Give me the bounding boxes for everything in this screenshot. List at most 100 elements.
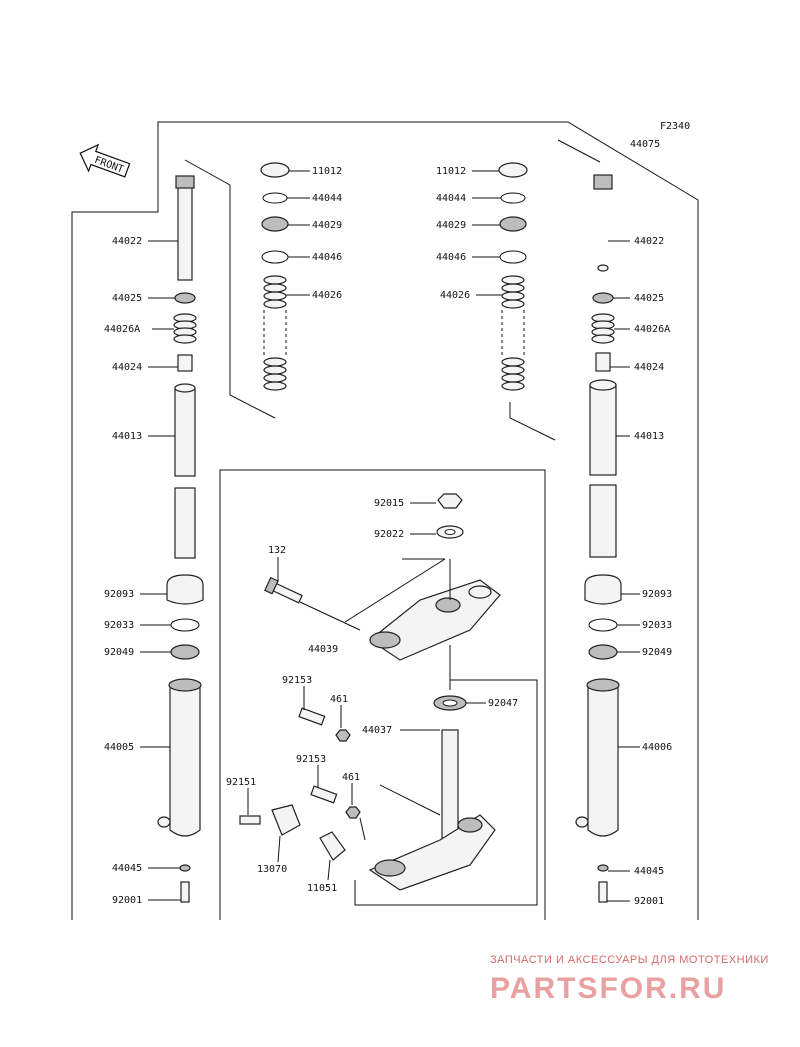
svg-text:ЗАПЧАСТИ И АКСЕССУАРЫ ДЛЯ МОТО: ЗАПЧАСТИ И АКСЕССУАРЫ ДЛЯ МОТОТЕХНИКИ bbox=[490, 954, 769, 966]
svg-text:PARTSFOR.RU: PARTSFOR.RU bbox=[490, 972, 726, 1005]
part-11012-right bbox=[498, 162, 528, 178]
svg-text:44022: 44022 bbox=[634, 236, 664, 247]
part-92001-right bbox=[598, 881, 608, 903]
part-92153-a bbox=[298, 707, 326, 726]
part-92093-left bbox=[166, 574, 204, 605]
part-44026A-left bbox=[173, 313, 197, 344]
svg-text:44026A: 44026A bbox=[634, 324, 670, 335]
svg-text:92049: 92049 bbox=[104, 647, 134, 658]
left-fork bbox=[157, 175, 204, 903]
part-11012-left bbox=[260, 162, 290, 178]
part-44025-left bbox=[174, 292, 196, 304]
part-461-a bbox=[335, 729, 351, 742]
svg-text:132: 132 bbox=[268, 545, 286, 556]
steering-assembly bbox=[239, 493, 538, 906]
svg-text:44029: 44029 bbox=[436, 220, 466, 231]
part-44013-left bbox=[174, 387, 196, 477]
svg-text:44026A: 44026A bbox=[104, 324, 140, 335]
figure-code: F2340 bbox=[660, 121, 690, 132]
svg-text:92015: 92015 bbox=[374, 498, 404, 509]
svg-text:44045: 44045 bbox=[634, 866, 664, 877]
part-44046-left bbox=[261, 250, 289, 264]
svg-text:44029: 44029 bbox=[312, 220, 342, 231]
svg-text:92049: 92049 bbox=[642, 647, 672, 658]
svg-text:44022: 44022 bbox=[112, 236, 142, 247]
part-44006-right bbox=[587, 684, 619, 837]
svg-text:44046: 44046 bbox=[312, 252, 342, 263]
svg-text:92001: 92001 bbox=[634, 896, 664, 907]
right-labels: 44075 44022 44025 44026A 44024 44013 920… bbox=[607, 139, 672, 907]
svg-text:461: 461 bbox=[342, 772, 360, 783]
svg-text:44045: 44045 bbox=[112, 863, 142, 874]
part-13070 bbox=[271, 804, 301, 836]
steering-labels: 92015 92022 132 44039 92047 44037 92153 … bbox=[226, 498, 518, 894]
svg-text:92153: 92153 bbox=[296, 754, 326, 765]
center-left-stack: 11012 44044 44029 44046 44026 bbox=[260, 162, 342, 391]
svg-text:44024: 44024 bbox=[634, 362, 664, 373]
svg-text:11012: 11012 bbox=[436, 166, 466, 177]
part-44026-left bbox=[263, 275, 287, 391]
right-fork bbox=[575, 174, 622, 903]
svg-text:13070: 13070 bbox=[257, 864, 287, 875]
svg-text:44039: 44039 bbox=[308, 644, 338, 655]
outer-frame-left bbox=[71, 121, 699, 920]
part-44022-right bbox=[593, 174, 613, 190]
left-labels: 44022 44025 44026A 44024 44013 92093 920… bbox=[104, 236, 181, 906]
svg-text:92093: 92093 bbox=[642, 589, 672, 600]
part-44024-left bbox=[177, 354, 193, 372]
part-44026A-right bbox=[591, 313, 615, 344]
part-92033-right bbox=[588, 618, 618, 632]
part-44013-right bbox=[589, 384, 617, 476]
svg-text:44044: 44044 bbox=[312, 193, 342, 204]
svg-text:11012: 11012 bbox=[312, 166, 342, 177]
svg-text:11051: 11051 bbox=[307, 883, 337, 894]
part-92015 bbox=[437, 493, 463, 509]
part-44029-left bbox=[261, 216, 289, 232]
svg-text:44075: 44075 bbox=[630, 139, 660, 150]
svg-text:44025: 44025 bbox=[634, 293, 664, 304]
svg-text:44013: 44013 bbox=[634, 431, 664, 442]
svg-text:92001: 92001 bbox=[112, 895, 142, 906]
part-44044-right bbox=[500, 192, 526, 204]
part-44045-left bbox=[179, 864, 191, 872]
svg-text:44026: 44026 bbox=[312, 290, 342, 301]
svg-text:44013: 44013 bbox=[112, 431, 142, 442]
part-92033-left bbox=[170, 618, 200, 632]
svg-text:44006: 44006 bbox=[642, 742, 672, 753]
svg-text:92033: 92033 bbox=[104, 620, 134, 631]
part-92151 bbox=[239, 815, 261, 825]
svg-text:44037: 44037 bbox=[362, 725, 392, 736]
svg-text:44026: 44026 bbox=[440, 290, 470, 301]
part-132 bbox=[264, 576, 303, 604]
part-44029-right bbox=[499, 216, 527, 232]
part-92049-right bbox=[588, 644, 618, 660]
part-44045-right bbox=[597, 864, 609, 872]
svg-text:44046: 44046 bbox=[436, 252, 466, 263]
part-44046-right bbox=[499, 250, 527, 264]
inner-frame bbox=[219, 469, 546, 920]
part-44005-left bbox=[169, 684, 201, 837]
front-arrow-icon: FRONT bbox=[79, 143, 131, 178]
svg-text:92093: 92093 bbox=[104, 589, 134, 600]
part-92093-right bbox=[584, 574, 622, 605]
part-44022-left bbox=[177, 179, 193, 281]
svg-text:461: 461 bbox=[330, 694, 348, 705]
part-44025-right bbox=[592, 292, 614, 304]
svg-text:44044: 44044 bbox=[436, 193, 466, 204]
svg-text:44005: 44005 bbox=[104, 742, 134, 753]
svg-text:44024: 44024 bbox=[112, 362, 142, 373]
part-92001-left bbox=[180, 881, 190, 903]
svg-text:92047: 92047 bbox=[488, 698, 518, 709]
svg-text:92151: 92151 bbox=[226, 777, 256, 788]
watermark: ЗАПЧАСТИ И АКСЕССУАРЫ ДЛЯ МОТОТЕХНИКИ PA… bbox=[490, 954, 769, 1005]
part-44039 bbox=[368, 579, 501, 661]
part-44026-right bbox=[501, 275, 525, 391]
svg-text:44025: 44025 bbox=[112, 293, 142, 304]
svg-text:92022: 92022 bbox=[374, 529, 404, 540]
center-right-stack: 11012 44044 44029 44046 44026 bbox=[436, 162, 528, 391]
part-11051 bbox=[319, 831, 346, 861]
part-92049-left bbox=[170, 644, 200, 660]
part-44024-right bbox=[595, 352, 611, 372]
part-92153-b bbox=[310, 785, 338, 804]
